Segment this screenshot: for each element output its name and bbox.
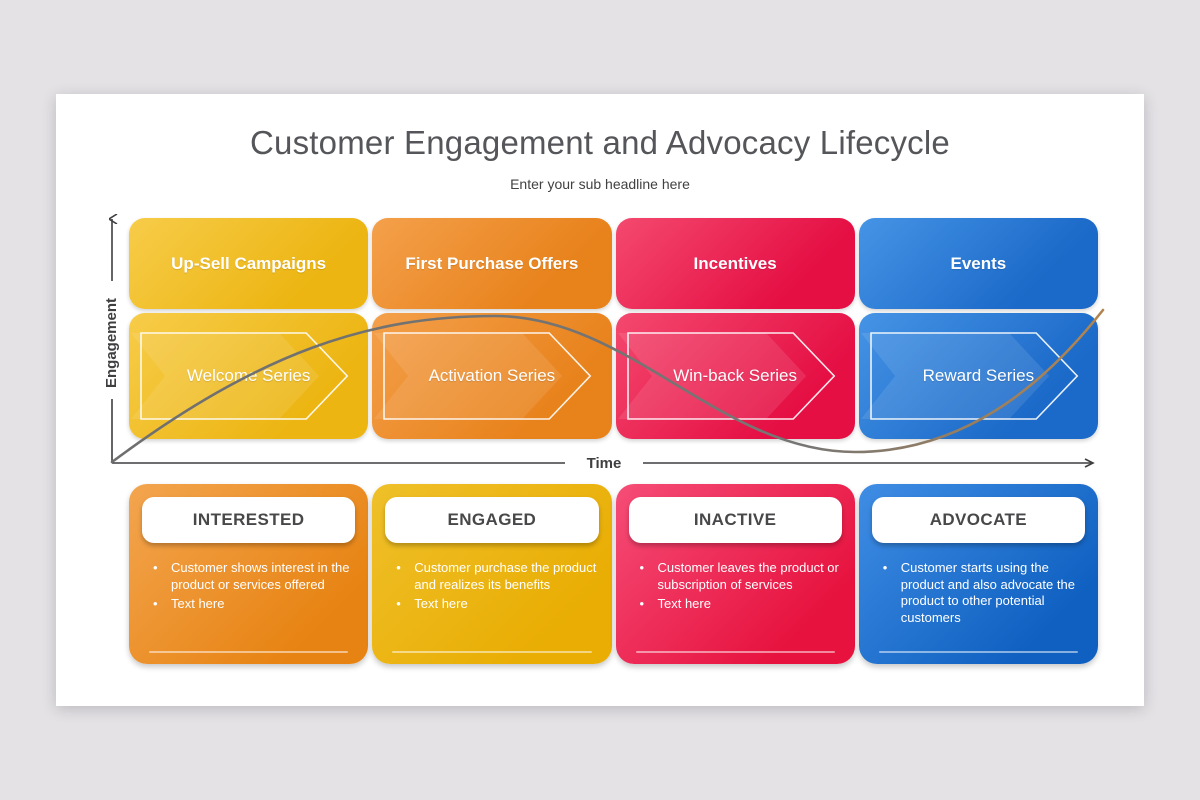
bullet-item: Text here [151, 596, 354, 613]
bullet-item: Customer leaves the product or subscript… [638, 560, 841, 593]
series-row: Welcome Series Activation Series Win-bac… [129, 313, 1098, 439]
stage-card-engaged: ENGAGED Customer purchase the product an… [372, 484, 612, 664]
bullet-item: Text here [638, 596, 841, 613]
series-box-activation: Activation Series [372, 313, 612, 439]
campaign-row: Up-Sell Campaigns First Purchase Offers … [129, 218, 1098, 309]
series-label: Activation Series [428, 366, 556, 385]
campaign-box-first-purchase: First Purchase Offers [372, 218, 612, 309]
campaign-label: Incentives [693, 253, 777, 273]
series-label: Welcome Series [186, 366, 311, 385]
bullet-item: Customer shows interest in the product o… [151, 560, 354, 593]
campaign-label: First Purchase Offers [405, 253, 579, 273]
card-shine-divider [392, 651, 592, 653]
stage-header-pill: ENGAGED [385, 497, 599, 543]
series-label: Win-back Series [673, 366, 797, 385]
campaign-box-upsell: Up-Sell Campaigns [129, 218, 369, 309]
time-axis-label: Time [587, 455, 622, 472]
stage-header-pill: ADVOCATE [871, 497, 1085, 543]
card-shine-divider [149, 651, 349, 653]
page-subtitle: Enter your sub headline here [510, 176, 690, 192]
campaign-label: Events [950, 253, 1007, 273]
stage-header-pill: INACTIVE [628, 497, 842, 543]
bullet-item: Customer purchase the product and realiz… [394, 560, 597, 593]
stage-card-row: INTERESTED Customer shows interest in th… [129, 484, 1098, 664]
page-title: Customer Engagement and Advocacy Lifecyc… [250, 124, 950, 161]
series-label: Reward Series [922, 366, 1035, 385]
stage-card-interested: INTERESTED Customer shows interest in th… [129, 484, 369, 664]
series-box-welcome: Welcome Series [129, 313, 369, 439]
campaign-box-events: Events [858, 218, 1098, 309]
card-shine-divider [878, 651, 1078, 653]
series-box-reward: Reward Series [858, 313, 1098, 439]
card-shine-divider [635, 651, 835, 653]
bullet-item: Text here [394, 596, 597, 613]
stage-bullet-list: Customer purchase the product and realiz… [394, 560, 597, 613]
engagement-axis-label: Engagement [103, 298, 120, 388]
series-box-winback: Win-back Series [615, 313, 855, 439]
campaign-label: Up-Sell Campaigns [171, 253, 327, 273]
stage-card-advocate: ADVOCATE Customer starts using the produ… [858, 484, 1098, 664]
stage-bullet-list: Customer shows interest in the product o… [151, 560, 354, 613]
campaign-box-incentives: Incentives [615, 218, 855, 309]
slide: Customer Engagement and Advocacy Lifecyc… [56, 94, 1144, 706]
stage-card-inactive: INACTIVE Customer leaves the product or … [615, 484, 855, 664]
stage-bullet-list: Customer starts using the product and al… [881, 560, 1084, 626]
stage-header-pill: INTERESTED [142, 497, 356, 543]
bullet-item: Customer starts using the product and al… [881, 560, 1084, 626]
stage-bullet-list: Customer leaves the product or subscript… [638, 560, 841, 613]
